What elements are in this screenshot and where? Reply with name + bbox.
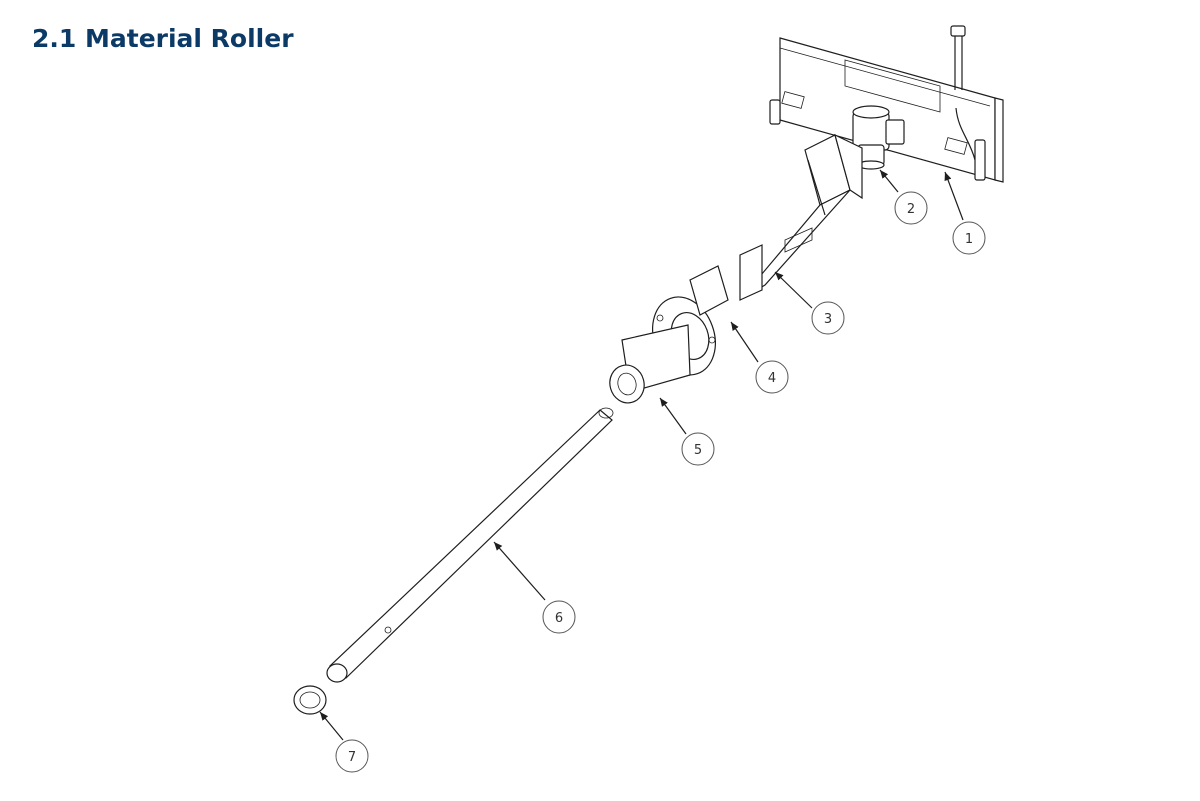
callout-2: 2 bbox=[894, 191, 928, 225]
part-end-ring bbox=[293, 685, 327, 715]
callout-label: 4 bbox=[768, 371, 776, 386]
callout-leaders bbox=[319, 169, 964, 741]
callout-label: 5 bbox=[694, 443, 702, 458]
callout-3: 3 bbox=[811, 301, 845, 335]
callout-label: 1 bbox=[965, 232, 973, 247]
callout-5: 5 bbox=[681, 432, 715, 466]
callout-label: 3 bbox=[824, 312, 832, 327]
callout-4: 4 bbox=[755, 360, 789, 394]
callout-label: 7 bbox=[348, 750, 356, 765]
part-arm-bracket bbox=[739, 133, 863, 301]
callout-6: 6 bbox=[542, 600, 576, 634]
callout-1: 1 bbox=[952, 221, 986, 255]
part-roller-tube bbox=[326, 407, 614, 683]
part-roller-hub bbox=[609, 324, 691, 404]
page-title: 2.1 Material Roller bbox=[32, 24, 294, 53]
callout-label: 2 bbox=[907, 202, 915, 217]
callout-label: 6 bbox=[555, 611, 563, 626]
callout-7: 7 bbox=[335, 739, 369, 773]
part-mounting-plate bbox=[769, 25, 1004, 183]
